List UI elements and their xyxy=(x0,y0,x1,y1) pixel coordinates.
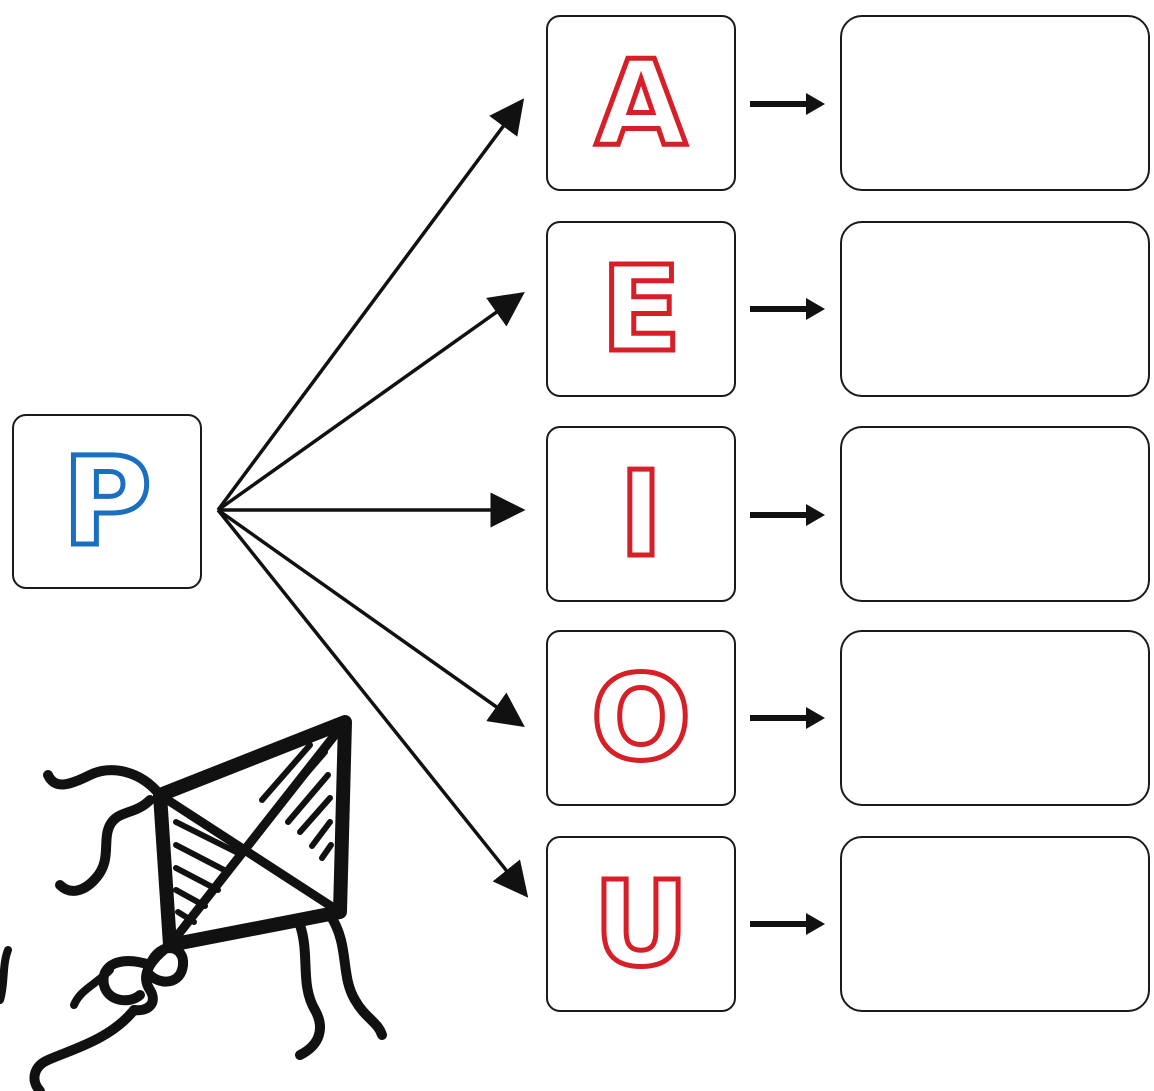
source-letter-box: P xyxy=(12,414,202,589)
vowel-box-a: A xyxy=(546,15,736,191)
arrow-p-to-a xyxy=(216,98,525,512)
vowel-letter-a: A xyxy=(593,34,689,172)
vowel-box-e: E xyxy=(546,221,736,397)
answer-box-a[interactable] xyxy=(840,15,1150,191)
arrow-p-to-u xyxy=(216,508,529,898)
vowel-box-o: O xyxy=(546,630,736,806)
answer-box-u[interactable] xyxy=(840,836,1150,1012)
vowel-letter-i: I xyxy=(617,445,666,583)
vowel-letter-e: E xyxy=(598,240,684,378)
vowel-letter-u: U xyxy=(591,855,692,993)
arrow-p-to-e xyxy=(216,291,525,512)
answer-box-e[interactable] xyxy=(840,221,1150,397)
vowel-letter-o: O xyxy=(588,649,693,787)
source-letter: P xyxy=(60,430,154,573)
answer-box-i[interactable] xyxy=(840,426,1150,602)
arrow-p-to-o xyxy=(216,508,525,728)
answer-box-o[interactable] xyxy=(840,630,1150,806)
vowel-box-u: U xyxy=(546,836,736,1012)
vowel-box-i: I xyxy=(546,426,736,602)
